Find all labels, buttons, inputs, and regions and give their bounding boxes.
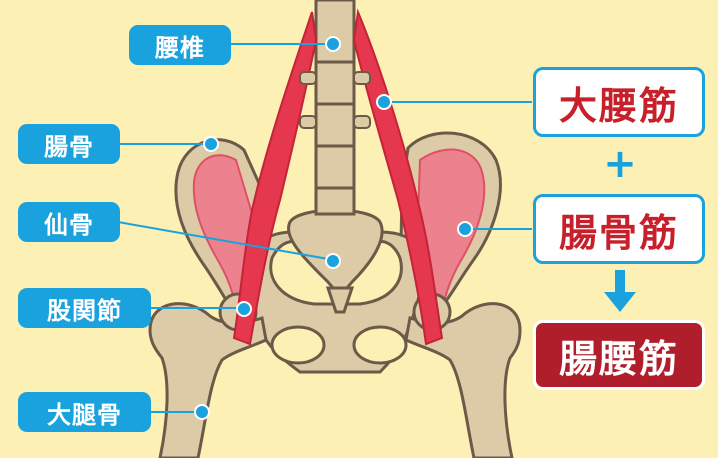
label-femur: 大腿骨 <box>18 392 151 432</box>
label-ilium: 腸骨 <box>18 124 120 164</box>
obturator-right <box>354 327 406 363</box>
label-sacrum: 仙骨 <box>18 202 120 242</box>
plus-sign: + <box>598 140 642 188</box>
spine-column <box>316 0 354 214</box>
psoas-major-box: 大腰筋 <box>533 67 705 137</box>
iliopsoas-box: 腸腰筋 <box>533 320 705 390</box>
label-lumbar: 腰椎 <box>129 25 231 65</box>
down-arrow-icon <box>600 270 640 314</box>
label-hip-joint: 股関節 <box>18 288 151 328</box>
obturator-left <box>272 327 324 363</box>
iliacus-box: 腸骨筋 <box>533 194 705 264</box>
